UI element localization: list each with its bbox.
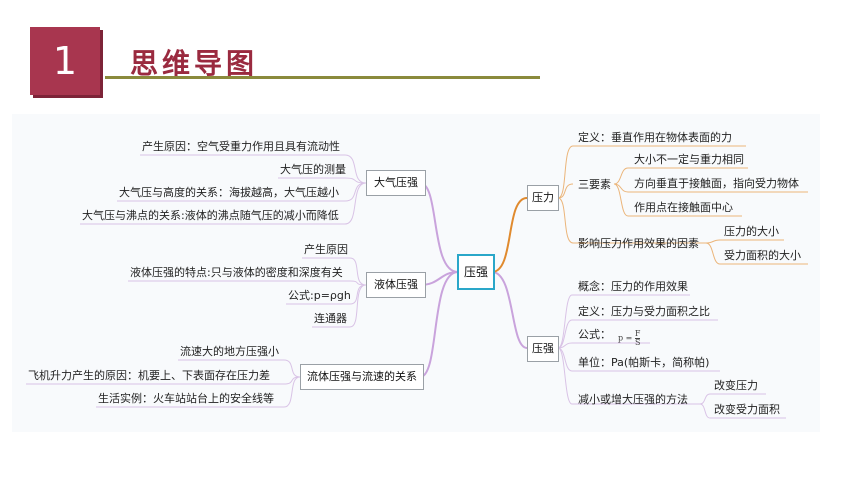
- pressure-unit: 单位：Pa(帕斯卡，简称帕): [578, 356, 710, 369]
- link-three-children: [613, 167, 629, 217]
- three-elements-node: 三要素: [578, 178, 611, 191]
- liquid-item-connector: 连通器: [314, 312, 347, 325]
- formula-numerator: F: [634, 329, 641, 339]
- force-definition: 定义：垂直作用在物体表面的力: [578, 131, 732, 144]
- flow-item-example: 生活实例：火车站站台上的安全线等: [98, 392, 274, 405]
- flow-item-lift: 飞机升力产生的原因：机要上、下表面存在压力差: [28, 369, 270, 382]
- pressure-methods-node: 减小或增大压强的方法: [578, 393, 688, 406]
- pressure-formula-label: 公式：: [578, 328, 611, 341]
- liquid-pressure-node: 液体压强: [366, 272, 426, 298]
- force-node: 压力: [527, 185, 559, 211]
- pressure-formula: p = F S: [618, 329, 641, 347]
- method-change-force: 改变压力: [714, 379, 758, 392]
- three-element-size: 大小不一定与重力相同: [634, 153, 744, 166]
- liquid-item-cause: 产生原因: [304, 243, 348, 256]
- formula-lhs: p =: [618, 333, 633, 343]
- effect-factor-area: 受力面积的大小: [724, 249, 801, 262]
- atmos-pressure-node: 大气压强: [366, 170, 426, 196]
- liquid-item-formula: 公式:p=ρgh: [288, 289, 351, 302]
- link-method-children: [699, 393, 711, 419]
- atmos-item-measure: 大气压的测量: [280, 163, 346, 176]
- link-center-pressure: [491, 271, 528, 349]
- link-liquid-bracket: [349, 257, 367, 328]
- formula-denominator: S: [634, 338, 641, 347]
- effect-factors-node: 影响压力作用效果的因素: [578, 237, 699, 250]
- atmos-item-boiling: 大气压与沸点的关系:液体的沸点随气压的减小而降低: [82, 209, 339, 222]
- flow-item-rule: 流速大的地方压强小: [180, 345, 279, 358]
- link-flow-bracket: [283, 359, 301, 408]
- pressure-definition: 定义：压力与受力面积之比: [578, 305, 710, 318]
- three-element-point: 作用点在接触面中心: [634, 201, 733, 214]
- page-title: 思维导图: [130, 47, 259, 80]
- formula-fraction: F S: [634, 329, 641, 347]
- atmos-item-altitude: 大气压与高度的关系：海拔越高，大气压越小: [119, 186, 339, 199]
- pressure-node: 压强: [527, 336, 559, 362]
- link-force-children: [557, 145, 574, 244]
- link-center-flow: [419, 271, 459, 378]
- flow-pressure-node: 流体压强与流速的关系: [300, 364, 424, 390]
- link-effect-children: [705, 239, 721, 265]
- section-number-badge: 1: [30, 27, 100, 95]
- title-underline: [105, 76, 540, 79]
- atmos-item-cause: 产生原因：空气受重力作用且具有流动性: [142, 140, 340, 153]
- link-center-atmos: [419, 182, 459, 273]
- link-atmos-bracket: [344, 154, 367, 225]
- method-change-area: 改变受力面积: [714, 403, 780, 416]
- pressure-concept: 概念：压力的作用效果: [578, 280, 688, 293]
- three-element-direction: 方向垂直于接触面，指向受力物体: [634, 177, 799, 190]
- link-pressure-children: [557, 294, 573, 405]
- link-center-force: [491, 197, 528, 273]
- central-topic: 压强: [457, 254, 495, 290]
- liquid-item-features: 液体压强的特点:只与液体的密度和深度有关: [130, 266, 343, 279]
- effect-factor-force: 压力的大小: [724, 225, 779, 238]
